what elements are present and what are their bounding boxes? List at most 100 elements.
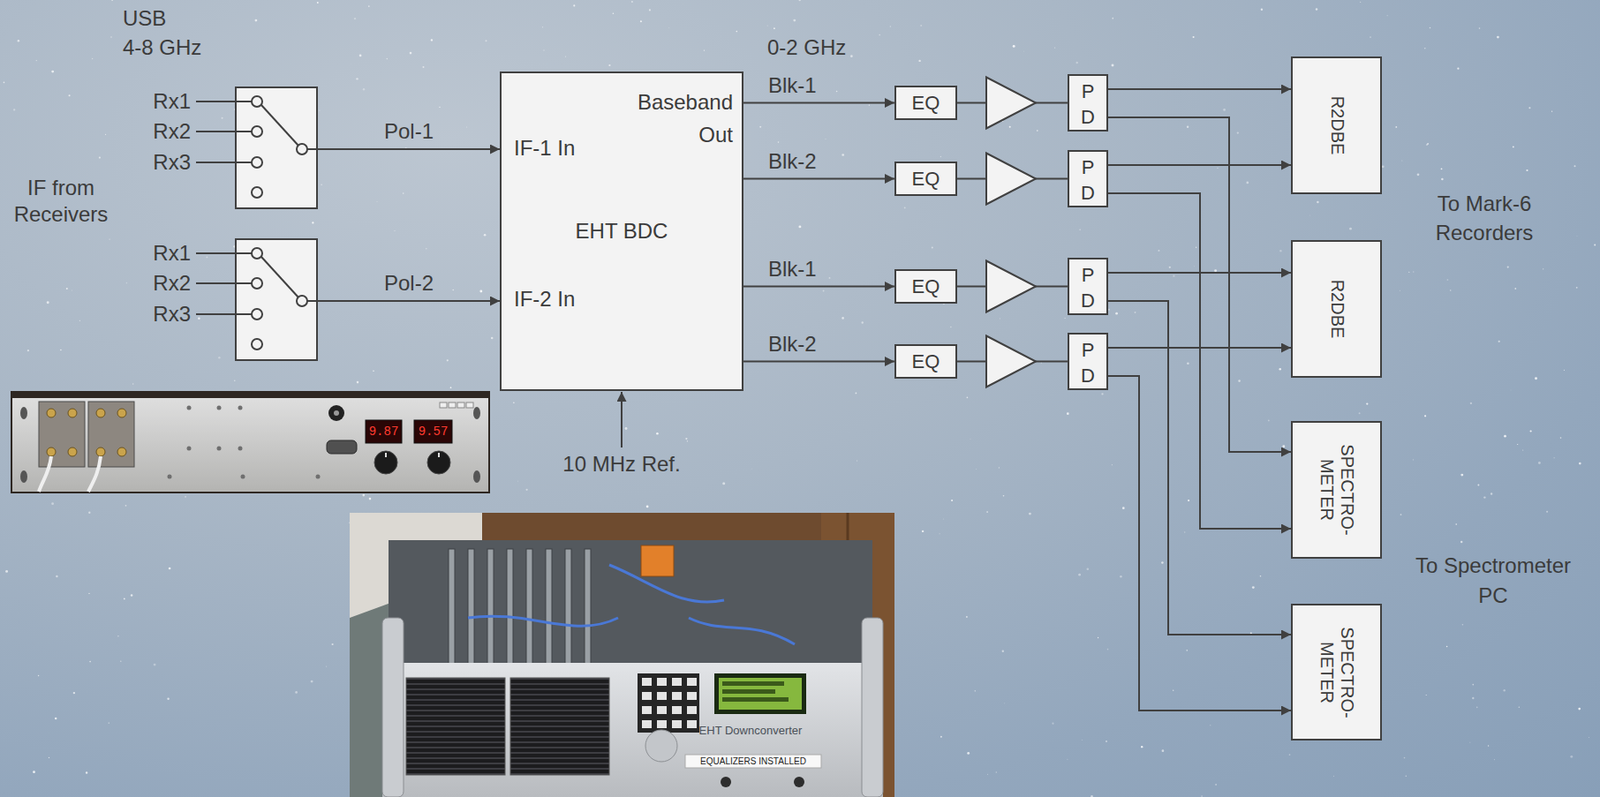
star [402,192,405,195]
star [1593,243,1596,246]
star [1563,369,1565,371]
keypad-keys [637,673,700,733]
switch-box: Rx1Rx2Rx3 [234,86,318,210]
star [109,239,111,241]
star [943,518,945,521]
block-text: SPECTRO- METER [1316,612,1358,733]
logo-badge [645,730,678,763]
star [841,153,845,157]
led-display [414,420,453,444]
star [792,19,796,23]
star [490,337,494,340]
star [1003,495,1005,498]
band-label-holder: 0-2 GHz [767,35,846,61]
port-letter-holder: P [1069,263,1107,288]
star [5,570,8,574]
star [71,289,73,291]
destination-label-holder: To Mark-6 Recorders [1418,188,1551,248]
port-letter: D [1080,105,1095,130]
star [153,664,157,667]
panel-legend-holder: EHT Downconverter [693,724,808,739]
gain-knob [374,451,398,475]
star [362,494,365,498]
star [88,512,91,514]
star [54,717,57,721]
star [1551,111,1553,113]
star [966,397,969,400]
blue-cable [467,616,619,627]
star [921,530,924,533]
port-label: Rx3 [152,301,191,327]
star [1507,266,1510,269]
star [996,771,997,773]
port-letter-holder: D [1069,363,1107,389]
port-letter-holder: D [1069,105,1107,130]
star [1090,795,1094,797]
block-text-holder: SPECTRO- METER [1316,430,1358,551]
block-text: Baseband Out [622,85,733,151]
input-wire [196,313,252,316]
star [359,54,363,58]
connector [743,361,895,363]
star [939,533,941,535]
signal-label-holder: 10 MHz Ref. [559,452,684,477]
db9-connector [326,440,357,454]
screw [217,406,222,411]
circuit-card [526,549,533,670]
star [126,282,129,285]
star [1578,462,1582,466]
switch-symbol [236,88,320,212]
star [1064,317,1066,319]
star [940,736,943,739]
signal-label-holder: Pol-2 [384,271,434,296]
star [48,757,50,759]
display-reading: 9.57 [418,422,449,442]
star [46,301,50,304]
port-letter-holder: D [1069,288,1107,314]
star [1408,271,1410,273]
lcd-line [722,681,785,687]
star [1588,736,1591,739]
star [703,49,705,51]
rack-handle [382,618,404,797]
star [17,39,20,42]
destination-label-holder: To Spectrometer PC [1404,550,1582,612]
port-letter-holder: P [1069,338,1107,363]
star [920,24,922,27]
star [1503,689,1506,692]
lcd-line [722,697,789,702]
star [1512,145,1515,148]
star [966,752,970,755]
port-label: Rx2 [152,271,191,296]
star [1097,637,1099,639]
signal-label: Pol-1 [384,119,434,144]
star [1369,36,1372,38]
switch-contact [251,248,263,259]
input-wire [196,282,252,285]
star [98,157,101,159]
star [1446,646,1449,649]
star [950,499,953,502]
star [513,402,514,404]
connector [743,102,895,105]
port-label-holder: Rx1 [152,241,191,266]
band-label-holder: 4-8 GHz [122,35,202,61]
star [1111,64,1115,68]
gain-knob [427,451,451,475]
sma-connector [117,408,127,418]
star [68,94,71,97]
screw [316,475,321,480]
selector-knob [328,405,345,422]
indicator [439,402,447,408]
star [1195,246,1197,248]
star [649,8,651,11]
star [543,49,544,51]
circuit-card [448,549,455,670]
rack-hole [20,470,28,484]
block-text: R2DBE [1326,96,1347,156]
connector [317,148,500,151]
block-text: EHT BDC [575,218,669,245]
star [685,437,687,440]
note-label-holder: IF from Receivers [7,174,115,228]
star [51,502,54,506]
